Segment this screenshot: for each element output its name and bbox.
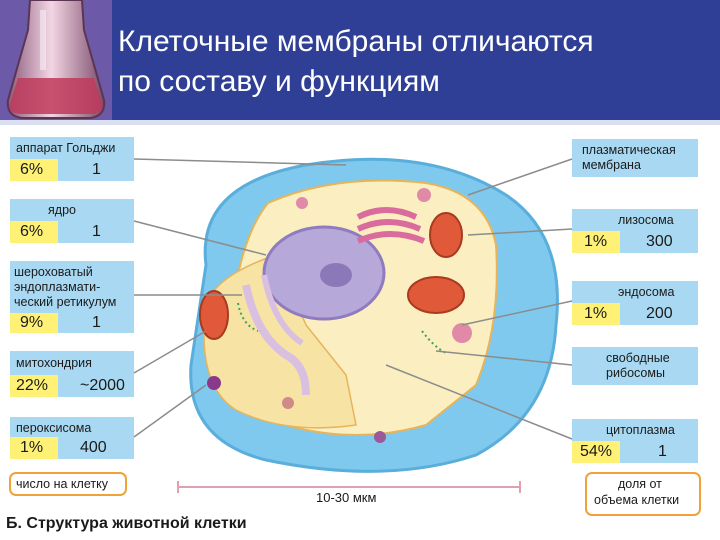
left-key-box xyxy=(9,472,127,496)
label-mitochondria: митохондрия xyxy=(16,356,92,370)
endosome-count: 200 xyxy=(646,305,673,322)
header-divider xyxy=(0,120,720,125)
golgi-count: 1 xyxy=(92,161,101,178)
label-nucleus: ядро xyxy=(48,203,76,217)
leader-lines xyxy=(133,158,573,440)
title-line-1: Клеточные мембраны отличаются xyxy=(118,25,594,58)
animal-cell xyxy=(189,157,559,473)
label-plasma-membrane-line-1: плазматическая xyxy=(582,143,676,157)
label-rer-line-1: шероховатый xyxy=(14,265,93,279)
golgi-percent: 6% xyxy=(20,161,44,178)
left-key-text: число на клетку xyxy=(16,477,108,491)
title-line-2: по составу и функциям xyxy=(118,65,440,98)
right-key-line-2: объема клетки xyxy=(594,493,680,507)
rer-percent: 9% xyxy=(20,314,44,331)
right-key-box xyxy=(585,472,701,516)
peroxisome-count: 400 xyxy=(80,439,107,456)
endosome-percent: 1% xyxy=(584,305,608,322)
label-plasma-membrane-line-2: мембрана xyxy=(582,158,641,172)
label-lysosome: лизосома xyxy=(618,213,674,227)
flask-icon xyxy=(0,0,112,120)
scale-bar xyxy=(177,481,521,493)
scale-label: 10-30 мкм xyxy=(316,490,377,505)
mitochondria-count: ~2000 xyxy=(80,377,125,394)
cell-figure: аппарат Гольджи 6% 1 ядро 6% 1 шероховат… xyxy=(6,125,716,538)
peroxisome-percent: 1% xyxy=(20,439,44,456)
slide-header: Клеточные мембраны отличаются по составу… xyxy=(0,0,720,120)
slide-title: Клеточные мембраны отличаются по составу… xyxy=(118,22,594,102)
lysosome-percent: 1% xyxy=(584,233,608,250)
label-cytoplasm: цитоплазма xyxy=(606,423,675,437)
label-peroxisome: пероксисома xyxy=(16,421,92,435)
label-rer-line-3: ческий ретикулум xyxy=(14,295,117,309)
cytoplasm-count: 1 xyxy=(658,443,667,460)
nucleus-count: 1 xyxy=(92,223,101,240)
mitochondria-percent: 22% xyxy=(16,377,49,394)
label-free-ribosomes-line-2: рибосомы xyxy=(606,366,665,380)
right-label-boxes xyxy=(572,139,698,463)
nucleus-percent: 6% xyxy=(20,223,44,240)
cell-diagram xyxy=(9,137,701,516)
rer-count: 1 xyxy=(92,314,101,331)
right-key-line-1: доля от xyxy=(618,477,662,491)
label-golgi: аппарат Гольджи xyxy=(16,141,116,155)
cytoplasm-percent: 54% xyxy=(580,443,613,460)
lysosome-count: 300 xyxy=(646,233,673,250)
figure-caption: Б. Структура животной клетки xyxy=(6,515,247,532)
label-endosome: эндосома xyxy=(618,285,675,299)
label-free-ribosomes-line-1: свободные xyxy=(606,351,670,365)
label-rer-line-2: эндоплазмати- xyxy=(14,280,101,294)
left-label-boxes xyxy=(10,137,134,459)
